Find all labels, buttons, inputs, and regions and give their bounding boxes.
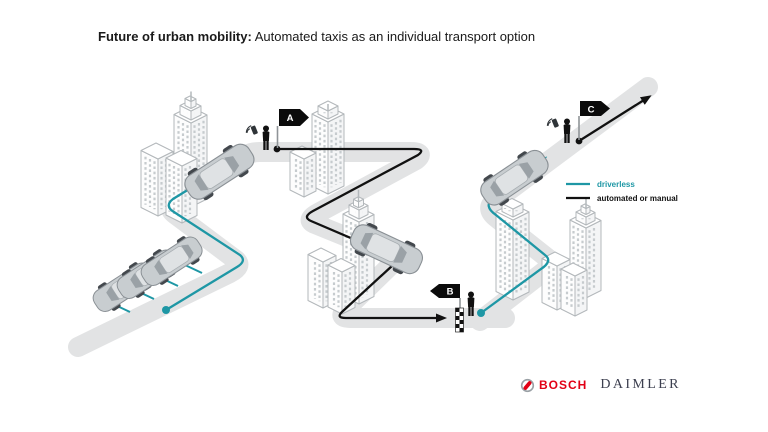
title-rest: Automated taxis as an individual transpo… [251, 29, 536, 44]
flag-c-label: C [588, 105, 595, 116]
route-start-dot-b [477, 309, 485, 317]
bosch-logo: BOSCH [520, 378, 587, 393]
automated-route-2 [577, 95, 652, 143]
routes [162, 95, 652, 323]
flag-a-label: A [287, 113, 294, 124]
flag-b-label: B [447, 287, 454, 298]
flag-c [580, 101, 610, 116]
legend-automated-label: automated or manual [597, 194, 678, 203]
smartphone-hail-icon-a [245, 124, 259, 136]
handover-finish-line [455, 307, 464, 333]
route-start-dot-parking [162, 306, 170, 314]
legend-driverless-label: driverless [597, 180, 635, 189]
daimler-wordmark: DAIMLER [600, 377, 681, 392]
legend: driverless automated or manual [566, 180, 678, 203]
flag-a [279, 109, 309, 126]
automated-route-1 [275, 147, 447, 323]
bosch-armature-icon [520, 378, 535, 392]
driverless-route-1 [164, 151, 251, 312]
route-start-dot-a [273, 145, 281, 153]
page-title: Future of urban mobility: Automated taxi… [98, 29, 535, 44]
flag-b [430, 284, 460, 298]
bosch-wordmark: BOSCH [539, 378, 588, 392]
route-start-dot-c [575, 137, 583, 145]
smartphone-hail-icon-c [546, 117, 560, 129]
title-bold: Future of urban mobility: [98, 29, 252, 44]
stations: A B C [245, 101, 610, 333]
brand-logos: BOSCH DAIMLER [520, 377, 681, 393]
